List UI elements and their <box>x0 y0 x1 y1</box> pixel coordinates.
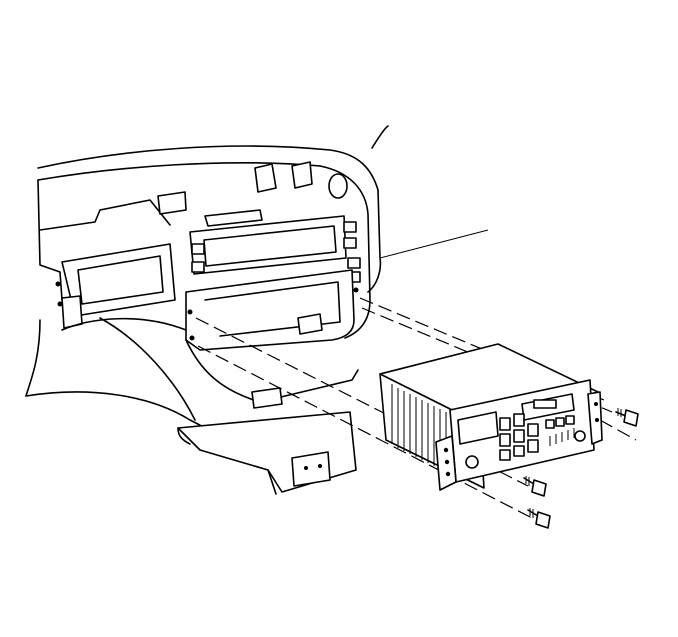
bolt-lower-2 <box>527 508 551 529</box>
radio-unit <box>379 343 603 491</box>
instrument-panel <box>37 125 489 351</box>
bolt-right-upper <box>615 408 639 427</box>
mounting-bolts <box>523 408 639 529</box>
console <box>25 317 359 495</box>
bolt-lower-1 <box>523 476 547 497</box>
radio-cavity <box>185 269 355 351</box>
